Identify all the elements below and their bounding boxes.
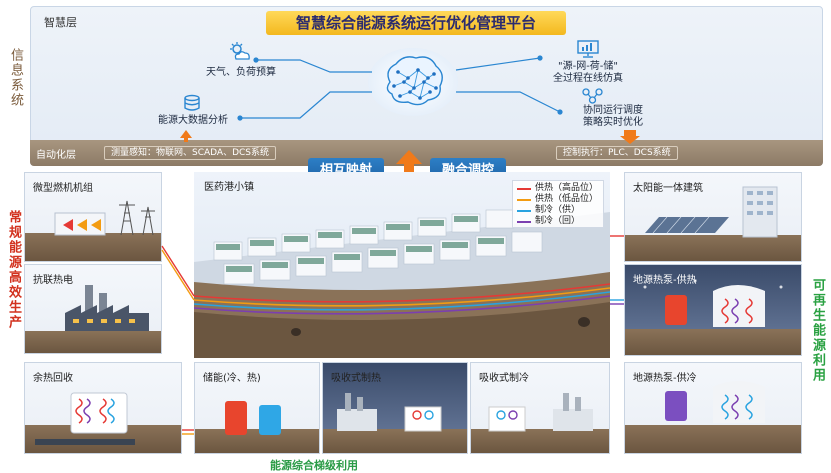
- ground: [25, 233, 161, 261]
- cascade-utilization-caption: 能源综合梯级利用: [270, 459, 358, 472]
- gas-turbine-illustration: [54, 200, 155, 236]
- legend-item-high-heat: 供热（高品位）: [513, 183, 603, 194]
- up-arrow-icon: [180, 130, 192, 142]
- gas-turbine-title: 微型燃机机组: [33, 183, 93, 194]
- ground: [625, 235, 801, 261]
- town-scene: 医药港小镇: [194, 172, 610, 358]
- gshp-cool-title: 地源热泵-供冷: [633, 373, 697, 384]
- renewable-energy-label: 可再生能源利用: [810, 278, 825, 383]
- conventional-energy-label: 常规能源高效生产: [6, 210, 21, 330]
- gshp-heat-illustration: [643, 279, 783, 327]
- legend-swatch: [517, 198, 531, 201]
- waste-heat-panel: 余热回收: [24, 362, 182, 454]
- ground: [195, 429, 319, 453]
- automation-layer-label: 自动化层: [36, 150, 76, 161]
- pipe-high-heat: [161, 245, 195, 297]
- gas-turbine-panel: 微型燃机机组: [24, 172, 162, 262]
- absorb-heat-title: 吸收式制热: [331, 373, 381, 384]
- dispatch-connector-dot: [557, 109, 563, 115]
- chp-panel: 抗联热电: [24, 264, 162, 354]
- bigdata-connector: [240, 91, 372, 119]
- absorb-cool-title: 吸收式制冷: [479, 373, 529, 384]
- legend-swatch: [517, 220, 531, 223]
- legend-swatch: [517, 209, 531, 212]
- town-illustration: [194, 209, 610, 358]
- dispatch-connector: [456, 91, 561, 113]
- down-arrow-icon: [620, 130, 640, 144]
- legend-label: 制冷（供）: [535, 205, 581, 215]
- solar-building-title: 太阳能一体建筑: [633, 183, 703, 194]
- smart-layer-label: 智慧层: [44, 16, 77, 29]
- dispatch-text-line2: 策略实时优化: [583, 117, 643, 128]
- monitor-icon: [577, 40, 599, 58]
- bigdata-analysis-text: 能源大数据分析: [158, 115, 228, 126]
- brain-icon: [378, 52, 450, 110]
- absorb-cool-panel: 吸收式制冷: [470, 362, 610, 454]
- automation-band: [30, 140, 823, 166]
- legend-swatch: [517, 187, 531, 190]
- ground: [323, 429, 467, 453]
- storage-title: 储能(冷、热): [203, 373, 261, 384]
- chp-illustration: [65, 285, 149, 331]
- solar-building-illustration: [645, 186, 778, 238]
- dispatch-text-line1: 协同运行调度: [583, 105, 643, 116]
- ground: [25, 331, 161, 353]
- town-title: 医药港小镇: [204, 182, 254, 193]
- waste-heat-exchanger: [35, 392, 135, 445]
- weather-connector-dot: [253, 57, 259, 63]
- waste-heat-title: 余热回收: [33, 373, 73, 384]
- info-connectors: [180, 55, 640, 144]
- gshp-heat-panel: 地源热泵-供热: [624, 264, 802, 356]
- legend-label: 供热（低品位）: [535, 194, 599, 204]
- platform-title: 智慧综合能源系统运行优化管理平台: [266, 11, 566, 35]
- database-icon: [182, 94, 202, 112]
- weather-icon: [228, 42, 254, 62]
- legend-label: 制冷（回）: [535, 216, 581, 226]
- legend-item-low-heat: 供热（低品位）: [513, 194, 603, 205]
- bigdata-connector-dot: [237, 115, 243, 121]
- simulation-connector: [455, 57, 541, 71]
- pipe-legend: 供热（高品位） 供热（低品位） 制冷（供） 制冷（回）: [512, 180, 604, 228]
- weather-forecast-text: 天气、负荷预算: [206, 67, 276, 78]
- simulation-text-line1: "源-网-荷-储": [557, 61, 619, 72]
- simulation-text-line2: 全过程在线仿真: [553, 73, 623, 84]
- legend-label: 供热（高品位）: [535, 183, 599, 193]
- ground: [625, 425, 801, 453]
- simulation-connector-dot: [537, 55, 543, 61]
- storage-panel: 储能(冷、热): [194, 362, 320, 454]
- control-label: 控制执行：PLC、DCS系统: [556, 146, 678, 160]
- info-system-side-label: 信息系统: [8, 48, 23, 108]
- solar-building-panel: 太阳能一体建筑: [624, 172, 802, 262]
- chp-title: 抗联热电: [33, 275, 73, 286]
- gshp-cool-panel: 地源热泵-供冷: [624, 362, 802, 454]
- legend-item-cool-supply: 制冷（供）: [513, 205, 603, 216]
- legend-item-cool-return: 制冷（回）: [513, 216, 603, 227]
- pipe-low-heat: [161, 249, 195, 301]
- storage-tanks: [225, 401, 281, 435]
- absorb-cool-illustration: [488, 393, 593, 432]
- absorb-heat-panel: 吸收式制热: [322, 362, 468, 454]
- ground: [625, 329, 801, 355]
- gshp-heat-title: 地源热泵-供热: [633, 275, 697, 286]
- ground: [471, 429, 609, 453]
- absorb-heat-illustration: [337, 393, 442, 432]
- gshp-cool-illustration: [665, 381, 765, 423]
- network-icon: [582, 86, 604, 104]
- measurement-label: 测量感知：物联网、SCADA、DCS系统: [104, 146, 277, 160]
- weather-connector: [256, 59, 372, 73]
